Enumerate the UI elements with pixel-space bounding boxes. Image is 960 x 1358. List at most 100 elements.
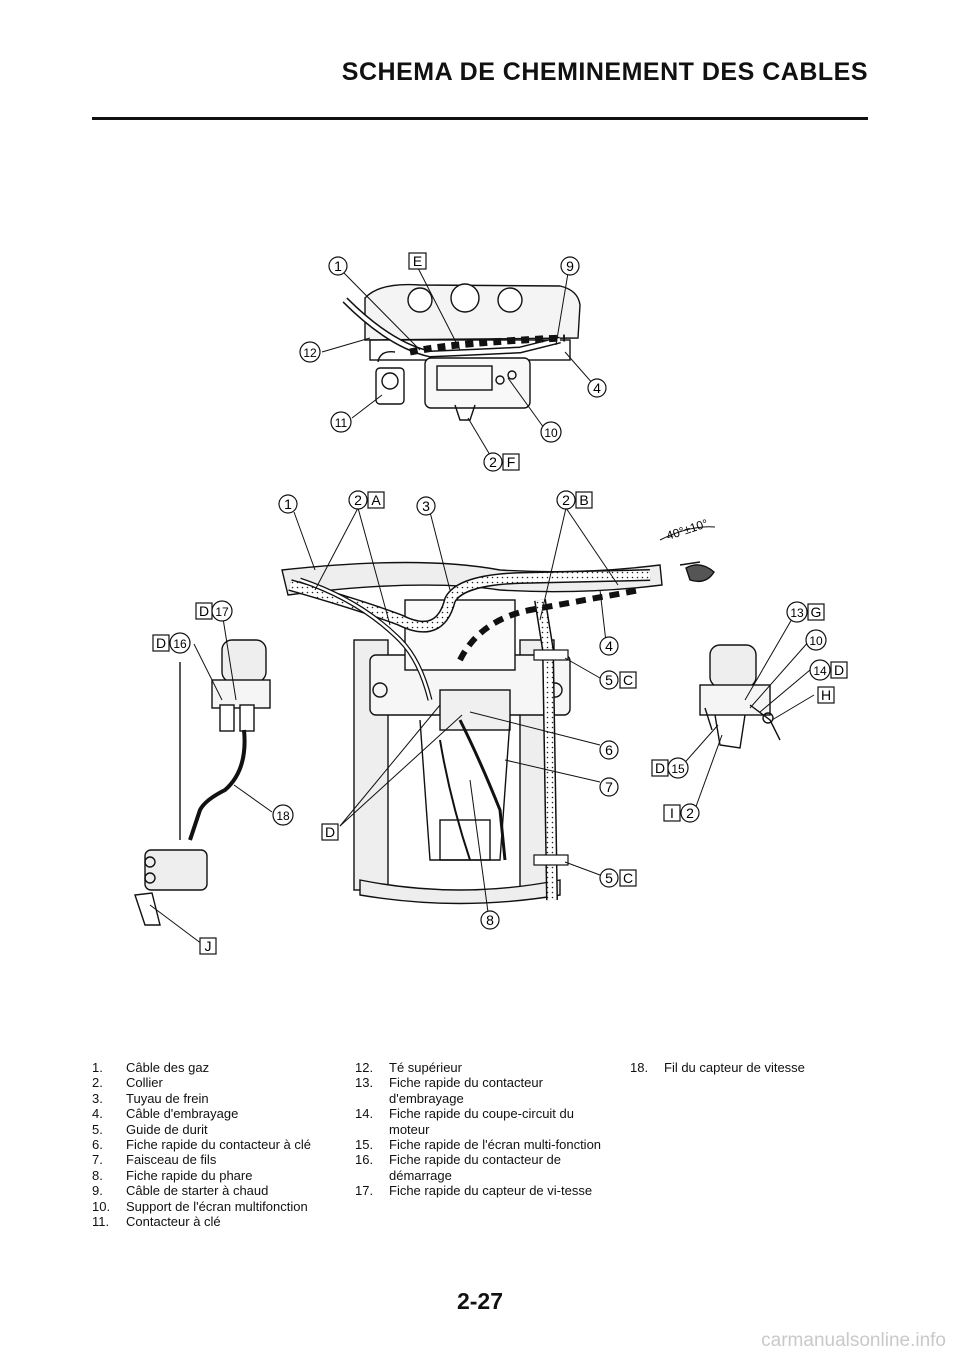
top-view-leaders [321, 267, 595, 456]
svg-text:G: G [811, 604, 822, 620]
title-rule [92, 117, 868, 120]
callout-e: E [413, 253, 422, 269]
legend-item-number: 1. [92, 1060, 103, 1075]
callout-1: 1 [334, 258, 342, 274]
legend-item: 11. Contacteur à clé [92, 1214, 342, 1229]
callout-f: F [507, 454, 516, 470]
legend-item: 14. Fiche rapide du coupe-circuit du mote… [355, 1106, 605, 1137]
main-view-leaders [293, 507, 716, 913]
svg-text:I: I [670, 805, 674, 821]
svg-text:5: 5 [605, 870, 613, 886]
svg-text:D: D [325, 824, 335, 840]
legend-column-3: 18. Fil du capteur de vitesse [630, 1060, 870, 1075]
svg-text:D: D [834, 662, 844, 678]
legend-item: 9. Câble de starter à chaud [92, 1183, 342, 1198]
svg-text:D: D [199, 603, 209, 619]
cable-routing-diagram: 1 E 9 12 4 11 10 2 F 1 2 A 3 2 B 40°±10°… [134, 252, 848, 955]
legend-item: 18. Fil du capteur de vitesse [630, 1060, 870, 1075]
watermark: carmanualsonline.info [761, 1330, 946, 1351]
legend-item: 16. Fiche rapide du contacteur de démarra… [355, 1152, 605, 1183]
legend-item-text: Contacteur à clé [126, 1214, 221, 1230]
svg-text:6: 6 [605, 742, 613, 758]
svg-text:17: 17 [215, 605, 229, 619]
legend-item-text: Faisceau de fils [126, 1152, 217, 1168]
legend-item-number: 7. [92, 1152, 103, 1168]
legend-item-text: Fiche rapide du contacteur à clé [126, 1137, 311, 1153]
legend-item-number: 16. [355, 1152, 374, 1168]
svg-text:3: 3 [422, 498, 430, 514]
legend-item-number: 12. [355, 1060, 374, 1075]
legend-item-number: 8. [92, 1167, 103, 1183]
legend-item-text: Fil du capteur de vitesse [664, 1060, 805, 1075]
left-callouts: D 17 D 16 18 J [152, 600, 294, 955]
callout-4: 4 [593, 380, 601, 396]
angle-label: 40°±10° [665, 516, 710, 543]
legend-item-number: 3. [92, 1090, 103, 1106]
legend-item-text: Câble d'embrayage [126, 1106, 239, 1122]
main-view-drawing [281, 561, 715, 905]
page-title: SCHEMA DE CHEMINEMENT DES CABLES [341, 58, 868, 86]
legend-item-number: 13. [355, 1075, 374, 1091]
svg-text:B: B [579, 492, 588, 508]
svg-text:15: 15 [671, 762, 685, 776]
svg-text:7: 7 [605, 779, 613, 795]
legend-item-text: Fiche rapide du capteur de vi-tesse [389, 1183, 593, 1199]
legend-item-number: 15. [355, 1137, 374, 1153]
svg-text:A: A [371, 492, 381, 508]
svg-text:1: 1 [284, 496, 292, 512]
right-detail-leaders [679, 611, 815, 813]
legend-item: 4.Câble d'embrayage [92, 1106, 342, 1121]
legend-item-text: Collier [126, 1075, 163, 1091]
left-detail-drawing [134, 639, 271, 926]
legend-item-text: Fiche rapide du coupe-circuit du moteur [389, 1106, 574, 1137]
left-detail-leaders [149, 611, 273, 945]
svg-text:10: 10 [809, 634, 823, 648]
svg-text:2: 2 [562, 492, 570, 508]
legend-item: 1.Câble des gaz [92, 1060, 342, 1075]
legend-item-text: Fiche rapide du contacteur de démarrage [389, 1152, 561, 1183]
legend-item-number: 11. [92, 1214, 110, 1230]
callout-9: 9 [566, 258, 574, 274]
legend-item-text: Câble de starter à chaud [126, 1183, 269, 1199]
callout-12: 12 [303, 346, 317, 360]
legend-item-number: 10. [92, 1198, 111, 1214]
legend-item: 2. Collier [92, 1075, 342, 1090]
legend-item: 17. Fiche rapide du capteur de vi-tesse [355, 1183, 605, 1198]
svg-text:C: C [623, 672, 633, 688]
legend-item: 15. Fiche rapide de l'écran multi-fonctio… [355, 1137, 605, 1152]
top-view-drawing [364, 283, 581, 421]
svg-text:4: 4 [605, 638, 613, 654]
svg-text:16: 16 [173, 637, 187, 651]
legend-item-number: 5. [92, 1121, 103, 1137]
legend-item-text: Fiche rapide du contacteur d'embrayage [389, 1075, 543, 1106]
svg-text:14: 14 [813, 664, 827, 678]
legend-item: 10.Support de l'écran multifonction [92, 1199, 342, 1214]
page-number: 2-27 [456, 1288, 504, 1314]
legend-item-number: 18. [630, 1060, 649, 1075]
main-view-cables [288, 569, 651, 901]
svg-text:C: C [623, 870, 633, 886]
svg-text:5: 5 [605, 672, 613, 688]
legend-item: 7. Faisceau de fils [92, 1152, 342, 1167]
legend-item-text: Guide de durit [126, 1121, 208, 1137]
legend-column-2: 12. Té supérieur 13. Fiche rapide du contac… [355, 1060, 605, 1199]
legend-item: 5. Guide de durit [92, 1122, 342, 1137]
callout-2: 2 [489, 454, 497, 470]
legend-item: 12. Té supérieur [355, 1060, 605, 1075]
svg-text:2: 2 [354, 492, 362, 508]
legend-item-number: 9. [92, 1183, 103, 1199]
legend-item: 6. Fiche rapide du contacteur à clé [92, 1137, 342, 1152]
legend-item-text: Fiche rapide de l'écran multi-fonction [389, 1137, 602, 1153]
svg-text:D: D [655, 760, 665, 776]
svg-text:2: 2 [686, 805, 694, 821]
legend-item-text: Té supérieur [389, 1060, 462, 1075]
legend-item: 13. Fiche rapide du contacteur d'embrayag… [355, 1075, 605, 1106]
legend-item-number: 6. [92, 1137, 103, 1153]
callout-10: 10 [544, 426, 558, 440]
legend-item-number: 2. [92, 1075, 103, 1091]
right-detail-drawing [699, 644, 781, 749]
legend-item-number: 17. [355, 1183, 374, 1199]
legend-item-number: 14. [355, 1106, 374, 1122]
legend-item: 8.Fiche rapide du phare [92, 1168, 342, 1183]
svg-text:13: 13 [790, 606, 804, 620]
